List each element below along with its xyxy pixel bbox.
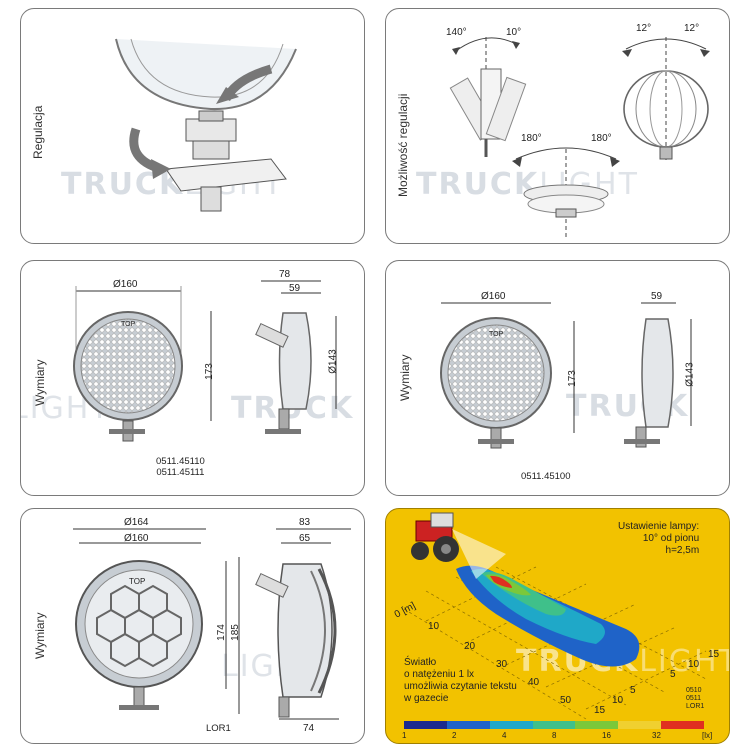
lux-label: 2: [452, 731, 457, 740]
lamp-dimension-drawing: [73, 280, 337, 442]
axis-tick: 40: [528, 677, 540, 688]
dimension-label: Ø160: [481, 291, 506, 302]
axis-tick: 15: [594, 705, 606, 716]
lux-swatch: [661, 721, 705, 729]
axis-tick: 5: [630, 685, 636, 696]
axis-tick: 10: [428, 621, 440, 632]
dimension-label: 173: [566, 370, 578, 387]
top-mark: TOP: [129, 577, 146, 586]
angle-label: 12°: [684, 23, 700, 34]
panel-dimensions-c: LIGHT Wymiary Ø164 Ø160 174 185: [20, 508, 365, 744]
lux-label: 32: [652, 731, 661, 740]
lux-swatch: [489, 721, 533, 729]
axis-tick: 10: [612, 695, 624, 706]
dimension-label: 78: [279, 269, 291, 280]
axis-tick: 20: [464, 641, 476, 652]
angle-label: 12°: [636, 23, 652, 34]
dimension-label: Ø160: [113, 279, 138, 290]
dimension-label: 59: [651, 291, 663, 302]
illuminance-note: Światło o natężeniu 1 lx umożliwia czyta…: [404, 657, 517, 704]
dimension-label: 174: [215, 624, 227, 641]
watermark: TRUCKLIGHT: [416, 167, 639, 202]
lux-label: 8: [552, 731, 557, 740]
angle-label: 180°: [521, 133, 542, 144]
lamp-dimension-drawing: [73, 528, 351, 720]
panel-adjustment-range: TRUCKLIGHT Możliwość regulacji 140° 10° …: [385, 8, 730, 244]
top-mark: TOP: [489, 331, 504, 338]
lux-swatch: [446, 721, 490, 729]
lux-label: 1: [402, 731, 407, 740]
dimension-label: Ø143: [327, 349, 339, 374]
dimension-label: 185: [229, 624, 241, 641]
top-mark: TOP: [121, 321, 136, 328]
angle-label: 10°: [506, 27, 522, 38]
axis-tick: 10: [688, 659, 700, 670]
dimension-label: Ø143: [684, 362, 696, 387]
dimension-label: 65: [299, 533, 311, 544]
adjustment-angles-drawing: [449, 37, 710, 239]
axis-tick: 30: [496, 659, 508, 670]
angle-label: 180°: [591, 133, 612, 144]
dimension-label: 74: [303, 723, 315, 734]
product-code: 0511.45100: [521, 471, 571, 482]
panel-dimensions-b: TRUCK Wymiary Ø160 173 59 Ø143 TOP 0511.…: [385, 260, 730, 496]
light-beam-plot: [403, 512, 707, 720]
lux-swatch: [532, 721, 576, 729]
axis-tick: 5: [670, 669, 676, 680]
dimension-label: 173: [203, 363, 215, 380]
lux-swatch: [575, 721, 619, 729]
product-code: LOR1: [206, 723, 231, 734]
dimension-label: Ø164: [124, 517, 149, 528]
lux-swatch: [618, 721, 662, 729]
lux-label: 4: [502, 731, 507, 740]
lux-label: [lx]: [702, 731, 713, 740]
lux-scale-labels: 1 2 4 8 16 32 [lx]: [402, 731, 714, 741]
axis-tick: 15: [708, 649, 720, 660]
lux-label: 16: [602, 731, 611, 740]
panel-regulation: TRUCKLIGHT Regulacja: [20, 8, 365, 244]
dimension-label: 83: [299, 517, 311, 528]
lamp-dimension-drawing: [440, 302, 692, 449]
panel-dimensions-a: TRUCK LIGHT Wymiary Ø160 173 78 59 Ø143 …: [20, 260, 365, 496]
lux-scale: [404, 721, 705, 729]
panel-light-distribution: TRUCKLIGHT Ustawienie lampy: 10°: [385, 508, 730, 744]
axis-tick: 50: [560, 695, 572, 706]
lux-swatch: [404, 721, 447, 729]
angle-label: 140°: [446, 27, 467, 38]
dimension-label: Ø160: [124, 533, 149, 544]
mounting-bracket-drawing: [115, 38, 297, 212]
lamp-setting-note: Ustawienie lampy: 10° od pionu h=2,5m: [618, 521, 700, 556]
dimension-label: 59: [289, 283, 301, 294]
